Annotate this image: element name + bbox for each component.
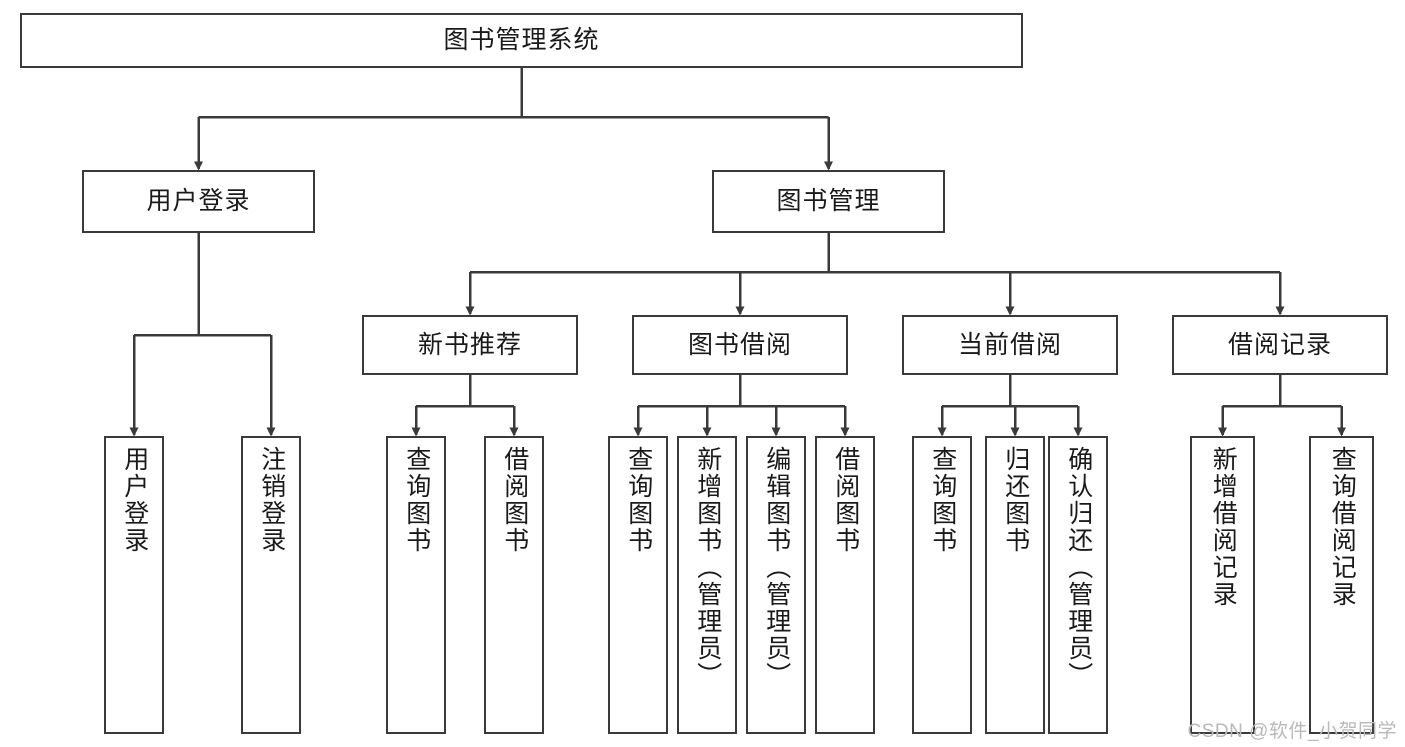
node-label: 用户登录 (146, 187, 251, 215)
node-label: 借阅图书 (831, 446, 860, 554)
node-record[interactable]: 借阅记录 (1172, 315, 1388, 375)
node-bookmgr[interactable]: 图书管理 (712, 170, 945, 233)
node-l-return[interactable]: 归还图书 (985, 436, 1045, 734)
node-label: 用户登录 (120, 446, 149, 554)
node-l-qrec[interactable]: 查询借阅记录 (1309, 436, 1374, 734)
node-label: 归还图书 (1001, 446, 1030, 554)
node-label: 查询图书 (624, 446, 653, 554)
node-l-b2[interactable]: 借阅图书 (815, 436, 875, 734)
node-label: 借阅记录 (1227, 330, 1332, 359)
node-label: 注销登录 (257, 446, 286, 554)
node-l-add[interactable]: 新增图书（管理员） (677, 436, 737, 734)
watermark-label: CSDN @软件_小贺同学 (1187, 721, 1397, 742)
node-label: 查询图书 (928, 446, 957, 554)
node-label: 借阅图书 (500, 446, 529, 554)
node-label: 当前借阅 (957, 330, 1062, 359)
node-label: 查询借阅记录 (1328, 446, 1357, 608)
node-root[interactable]: 图书管理系统 (20, 13, 1023, 68)
node-label: 新增图书（管理员） (693, 446, 722, 689)
node-l-q3[interactable]: 查询图书 (912, 436, 972, 734)
node-l-addrec[interactable]: 新增借阅记录 (1190, 436, 1255, 734)
node-label: 图书管理 (776, 187, 881, 215)
node-l-edit[interactable]: 编辑图书（管理员） (746, 436, 806, 734)
node-l-confirm[interactable]: 确认归还（管理员） (1048, 436, 1108, 734)
node-label: 图书管理系统 (443, 26, 600, 54)
node-label: 查询图书 (402, 446, 431, 554)
node-label: 新书推荐 (417, 330, 522, 359)
node-newbook[interactable]: 新书推荐 (362, 315, 578, 375)
node-label: 编辑图书（管理员） (762, 446, 791, 689)
node-label: 图书借阅 (687, 330, 792, 359)
node-l-b1[interactable]: 借阅图书 (484, 436, 544, 734)
node-borrow[interactable]: 图书借阅 (632, 315, 848, 375)
node-l-logout[interactable]: 注销登录 (241, 436, 301, 734)
node-l-q2[interactable]: 查询图书 (608, 436, 668, 734)
node-l-login[interactable]: 用户登录 (104, 436, 164, 734)
node-l-q1[interactable]: 查询图书 (386, 436, 446, 734)
node-current[interactable]: 当前借阅 (902, 315, 1118, 375)
node-label: 新增借阅记录 (1209, 446, 1238, 608)
node-label: 确认归还（管理员） (1064, 446, 1093, 689)
node-login[interactable]: 用户登录 (82, 170, 315, 233)
